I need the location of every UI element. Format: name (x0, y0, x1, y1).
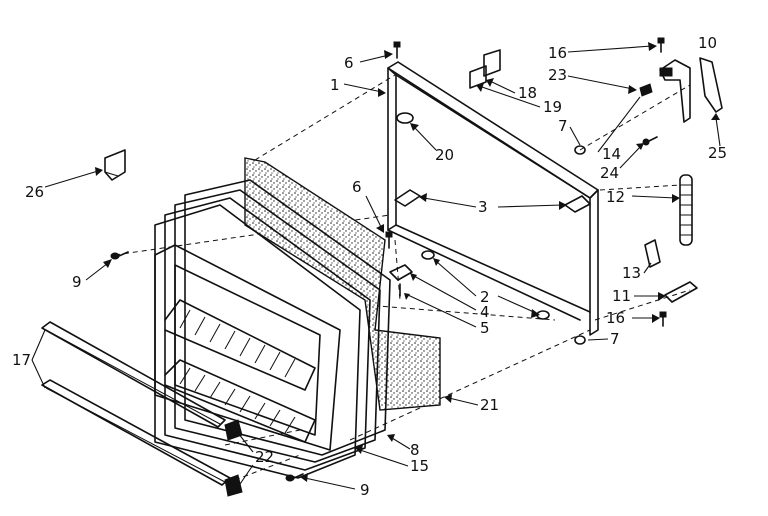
label-part (469, 65, 487, 89)
spring-part (679, 174, 693, 246)
callout-23: 23 (548, 66, 567, 84)
screw-part (393, 41, 401, 59)
callout-18: 18 (518, 84, 537, 102)
upper-shelf (164, 299, 316, 391)
screw-part (657, 37, 665, 53)
callout-4: 4 (480, 303, 490, 321)
callout-16: 16 (548, 44, 567, 62)
callout-1: 1 (330, 76, 340, 94)
callout-6: 6 (344, 54, 354, 72)
hardware-parts (110, 37, 667, 482)
bracket-part (104, 149, 126, 181)
plate-part (389, 264, 413, 281)
callout-13: 13 (622, 264, 641, 282)
callout-19: 19 (543, 98, 562, 116)
washer-part (639, 83, 653, 97)
foam-insulation-part (244, 157, 441, 411)
callout-21: 21 (480, 396, 499, 414)
rail-end-cap-part (224, 419, 243, 497)
bottom-hinge-part (664, 281, 698, 303)
callout-8: 8 (410, 441, 420, 459)
callout-26: 26 (25, 183, 44, 201)
callout-5: 5 (480, 319, 490, 337)
cap-part (574, 335, 586, 345)
screw-part (385, 231, 393, 249)
callout-3: 3 (478, 198, 488, 216)
hinge-assembly (639, 57, 723, 303)
callout-22: 22 (255, 448, 274, 466)
callout-10: 10 (698, 34, 717, 52)
screw-part (659, 311, 667, 327)
callout-9: 9 (360, 481, 370, 499)
callout-labels: 1 6 18 19 20 16 10 23 7 14 24 25 12 3 6 … (12, 34, 727, 499)
callout-7: 7 (558, 117, 568, 135)
callout-16: 16 (606, 309, 625, 327)
cap-part (421, 250, 435, 260)
label-part (483, 49, 501, 77)
callout-24: 24 (600, 164, 619, 182)
shelf-rail-part (41, 321, 231, 486)
hinge-part (659, 59, 691, 123)
callout-6: 6 (352, 178, 362, 196)
callout-12: 12 (606, 188, 625, 206)
callout-14: 14 (602, 145, 621, 163)
door-frame-part (387, 61, 599, 336)
lower-shelf (164, 359, 316, 443)
callout-17: 17 (12, 351, 31, 369)
door-panel-part (154, 179, 391, 479)
callout-20: 20 (435, 146, 454, 164)
callout-15: 15 (410, 457, 429, 475)
callout-9: 9 (72, 273, 82, 291)
screw-part (110, 251, 129, 260)
screw-part (642, 136, 658, 146)
screw-part (285, 473, 304, 482)
clip-part (644, 239, 661, 268)
callout-11: 11 (612, 287, 631, 305)
leader-lines (31, 42, 721, 490)
callout-7: 7 (610, 330, 620, 348)
trim-part (699, 57, 723, 113)
door-liner-part (154, 244, 341, 451)
callout-2: 2 (480, 288, 490, 306)
callout-25: 25 (708, 144, 727, 162)
